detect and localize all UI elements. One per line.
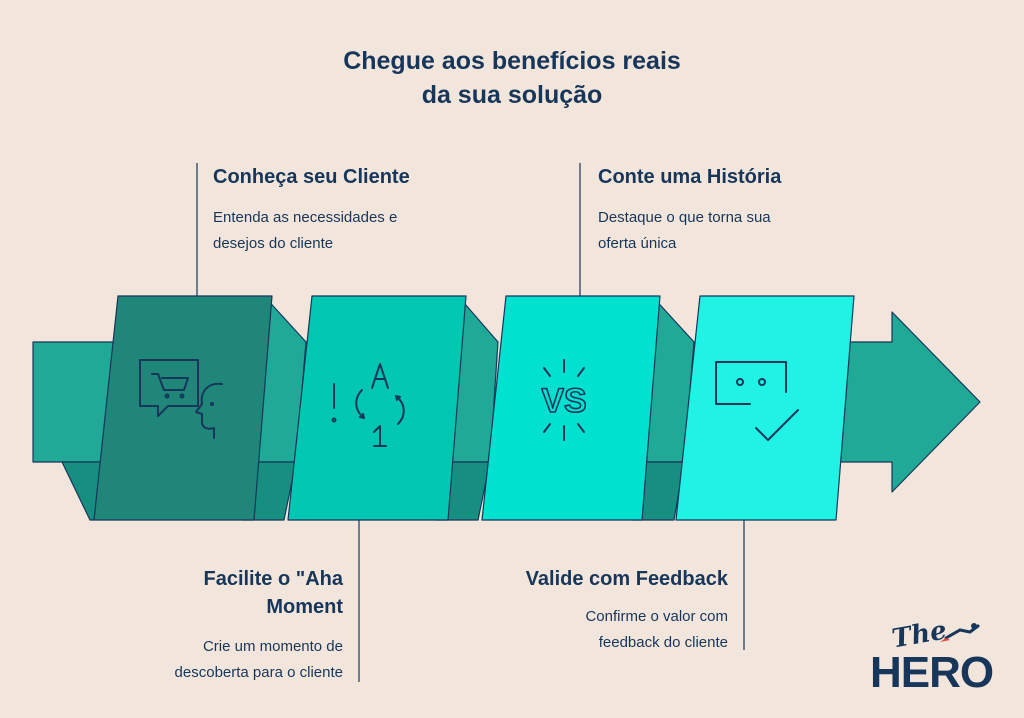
step-desc-aha-moment: Crie um momento de descoberta para o cli… [174, 638, 343, 681]
exclamation-a-one-cycle-icon [331, 363, 405, 447]
page-title: Chegue aos benefícios reais da sua soluç… [262, 44, 762, 112]
panel-tell-story [481, 295, 661, 521]
panel-aha-moment [287, 295, 467, 521]
page-title-line-2: da sua solução [421, 81, 603, 109]
page-title-line-1: Chegue aos benefícios reais [343, 47, 681, 75]
step-desc-tell-story: Destaque o que torna sua oferta única [598, 209, 771, 252]
step-title-know-customer: Conheça seu Cliente [213, 166, 410, 188]
chat-check-icon [715, 361, 799, 441]
versus-icon: VS [541, 359, 587, 441]
panel-validate-feedback [675, 295, 855, 521]
brand-logo: The HERO [862, 615, 1002, 698]
panel-know-customer [93, 295, 273, 521]
step-desc-validate-feedback: Confirme o valor com feedback do cliente [585, 608, 728, 651]
step-title-validate-feedback: Valide com Feedback [525, 568, 728, 590]
logo-hero-text: HERO [870, 648, 994, 697]
chat-cart-face-icon [139, 359, 223, 439]
step-title-tell-story: Conte uma História [598, 166, 782, 188]
panels [93, 295, 855, 521]
svg-text:VS: VS [541, 382, 586, 420]
step-title-aha-moment: Facilite o "Aha Moment [203, 568, 343, 618]
step-desc-know-customer: Entenda as necessidades e desejos do cli… [213, 209, 398, 252]
flying-hero-icon [940, 623, 980, 642]
connector-lines [196, 163, 745, 682]
